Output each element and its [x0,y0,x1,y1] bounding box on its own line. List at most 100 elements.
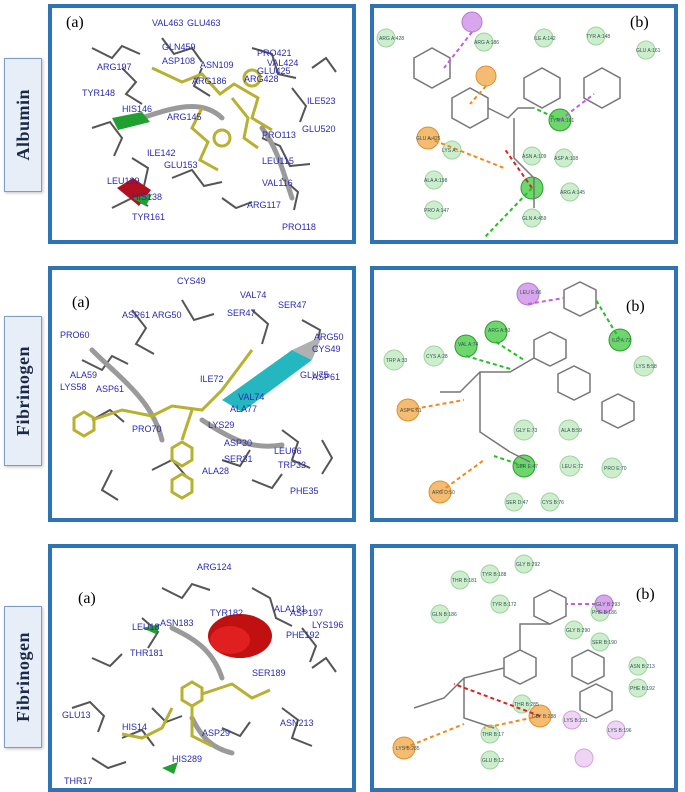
svg-text:SER189: SER189 [252,668,286,678]
svg-text:TRP A:33: TRP A:33 [386,358,408,364]
svg-text:TYR B:188: TYR B:188 [482,572,507,578]
svg-text:LYS B:285: LYS B:285 [396,746,420,752]
svg-text:LEU115: LEU115 [262,156,294,166]
row2-panel-b-label: (b) [626,298,645,315]
svg-text:SER E:47: SER E:47 [516,464,538,470]
svg-text:ASN183: ASN183 [160,618,194,628]
svg-text:ARG186: ARG186 [192,76,227,86]
svg-text:HIS14: HIS14 [122,722,147,732]
svg-text:ARG428: ARG428 [244,74,279,84]
svg-text:ARG50: ARG50 [152,310,182,320]
row2-side-label-text: Fibrinogen [12,345,33,436]
svg-text:ARG A:145: ARG A:145 [560,190,585,196]
svg-text:CYS49: CYS49 [312,344,341,354]
svg-text:LYS29: LYS29 [208,420,234,430]
row3-panel-b-label: (b) [636,586,655,603]
svg-text:PRO60: PRO60 [60,330,90,340]
svg-text:GLU425: GLU425 [257,66,291,76]
svg-text:HIS146: HIS146 [122,104,152,114]
svg-text:THR B:181: THR B:181 [452,578,477,584]
svg-text:CYS B:76: CYS B:76 [542,500,564,506]
svg-text:ASN B:213: ASN B:213 [630,664,655,670]
svg-text:PHE192: PHE192 [286,630,320,640]
svg-text:ASN109: ASN109 [200,60,234,70]
albumin-side-label: Albumin [4,58,42,192]
svg-text:SER31: SER31 [224,454,253,464]
svg-text:ASP108: ASP108 [162,56,195,66]
svg-text:ILE142: ILE142 [147,148,176,158]
svg-text:TRP33: TRP33 [278,460,306,470]
svg-text:ALA B:59: ALA B:59 [561,428,582,434]
svg-text:THR181: THR181 [130,648,164,658]
svg-text:SER47: SER47 [278,300,307,310]
svg-text:VAL424: VAL424 [267,58,298,68]
svg-text:ARG124: ARG124 [197,562,232,572]
svg-text:PHE B:192: PHE B:192 [630,686,655,692]
svg-text:TYR148: TYR148 [82,88,115,98]
svg-text:LYS B:291: LYS B:291 [564,718,588,724]
svg-text:TYR A:161: TYR A:161 [550,118,574,124]
svg-text:GLY B:288: GLY B:288 [532,714,556,720]
svg-text:PHE35: PHE35 [290,486,319,496]
row1-side-label-text: Albumin [12,89,33,161]
svg-text:ASN213: ASN213 [280,718,314,728]
svg-text:ARG A:50: ARG A:50 [488,328,510,334]
svg-text:ASP197: ASP197 [290,608,323,618]
svg-text:SER B:190: SER B:190 [592,640,617,646]
svg-text:GLU B:12: GLU B:12 [482,758,504,764]
svg-text:THR B:285: THR B:285 [514,702,539,708]
svg-text:THR B:17: THR B:17 [482,732,504,738]
svg-text:SER47: SER47 [227,308,256,318]
svg-text:GLY E:73: GLY E:73 [516,428,537,434]
svg-text:PRO113: PRO113 [262,130,296,140]
svg-text:ASP61: ASP61 [312,372,340,382]
svg-text:GLN A:459: GLN A:459 [522,216,547,222]
svg-text:ILE72: ILE72 [200,374,224,384]
svg-text:LEU139: LEU139 [107,176,140,186]
row3-side-label-text: Fibrinogen [12,631,33,722]
svg-text:GLN459: GLN459 [162,42,196,52]
svg-text:ASP E:61: ASP E:61 [400,408,422,414]
svg-text:LEU E:72: LEU E:72 [562,464,584,470]
svg-text:GLU13: GLU13 [62,710,91,720]
svg-text:PRO E:70: PRO E:70 [604,466,627,472]
svg-text:ARG145: ARG145 [167,112,202,122]
svg-text:LEU66: LEU66 [274,446,302,456]
svg-text:VAL116: VAL116 [262,178,293,188]
svg-text:PRO421: PRO421 [257,48,292,58]
svg-text:PRO70: PRO70 [132,424,162,434]
fibrinogen-side-label-1: Fibrinogen [4,316,42,466]
svg-text:GLU153: GLU153 [164,160,198,170]
svg-text:ASN A:109: ASN A:109 [522,154,547,160]
svg-text:PRO A:147: PRO A:147 [424,208,449,214]
svg-text:ILE A:72: ILE A:72 [612,338,631,344]
svg-text:ASP30: ASP30 [224,438,252,448]
row2-panel-a-label: (a) [72,294,90,311]
svg-text:GLY B:293: GLY B:293 [596,602,620,608]
svg-text:ALA28: ALA28 [202,466,229,476]
svg-text:LYS58: LYS58 [60,382,86,392]
svg-text:ALA191: ALA191 [274,604,306,614]
svg-text:LYS196: LYS196 [312,620,343,630]
svg-text:TYR A:148: TYR A:148 [586,34,610,40]
svg-text:GLU520: GLU520 [302,124,336,134]
svg-text:HIS138: HIS138 [132,192,162,202]
svg-text:ILE523: ILE523 [307,96,336,106]
svg-text:TYR B:172: TYR B:172 [492,602,517,608]
svg-text:ASP61: ASP61 [122,310,150,320]
svg-text:ARG197: ARG197 [97,62,132,72]
svg-text:VAL74: VAL74 [240,290,266,300]
svg-text:ALA59: ALA59 [70,370,97,380]
svg-text:LEU E:66: LEU E:66 [520,290,542,296]
svg-text:GLU463: GLU463 [187,18,221,28]
svg-text:ARG117: ARG117 [247,200,281,210]
row3-panel-a-label: (a) [78,590,96,607]
svg-text:ALA77: ALA77 [230,404,257,414]
